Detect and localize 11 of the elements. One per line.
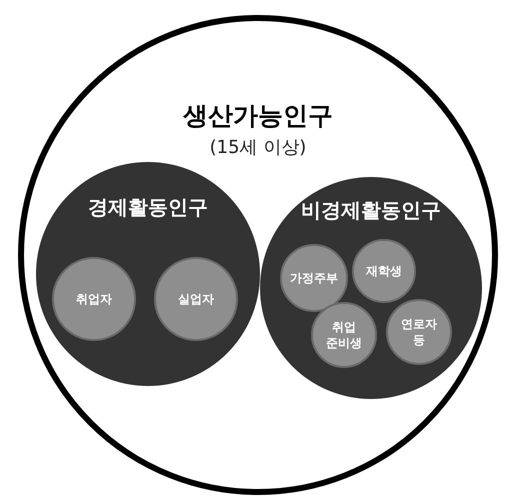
group-title: 경제활동인구 [87, 194, 209, 221]
group-title: 비경제활동인구 [300, 197, 442, 224]
category-label: 취업 준비생 [325, 319, 363, 351]
category-label: 연로자 등 [400, 316, 438, 348]
category-label: 실업자 [177, 291, 215, 307]
category-label: 재학생 [365, 263, 403, 279]
subtitle: (15세 이상) [208, 136, 308, 159]
category-label: 취업자 [75, 291, 113, 307]
category-circle [386, 299, 452, 365]
title: 생산가능인구 [182, 100, 334, 132]
category-label: 가정주부 [289, 270, 339, 286]
